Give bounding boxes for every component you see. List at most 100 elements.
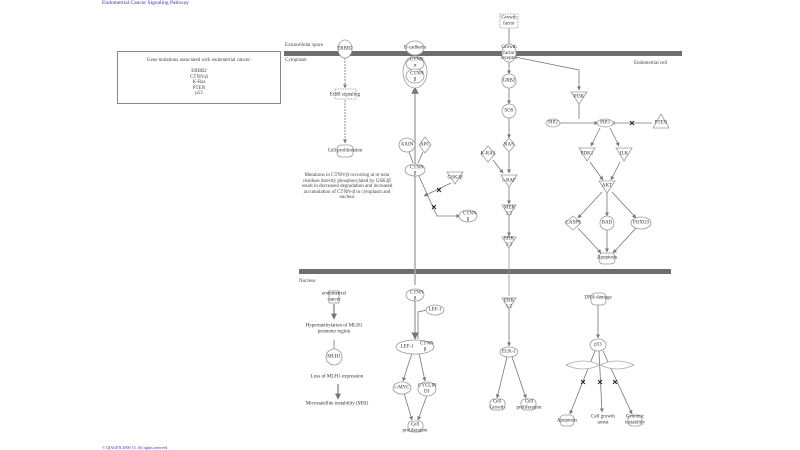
nuclear-membrane bbox=[299, 269, 671, 274]
node-akt[interactable] bbox=[598, 180, 616, 194]
label-ctnn-b-nuc: CTNN β bbox=[410, 290, 424, 302]
ctnn-mutation-note: Mutations in CTNN-β occurring at or near… bbox=[301, 173, 393, 201]
label-msi: Microsatellite instability (MSI) bbox=[305, 401, 369, 407]
node-p53[interactable] bbox=[589, 338, 607, 352]
node-cmyc[interactable] bbox=[392, 381, 412, 395]
label-lef1-complex: LEF-1 bbox=[400, 344, 414, 350]
edge-ctnn-p bbox=[417, 173, 461, 218]
node-erbb-signaling[interactable] bbox=[334, 88, 357, 100]
mutation-mark bbox=[612, 379, 618, 385]
legend-heading: Gene mutations associated with endometri… bbox=[146, 58, 252, 63]
node-sos[interactable] bbox=[501, 103, 517, 119]
node-ctnn-b-mem[interactable] bbox=[405, 68, 425, 84]
label-ctnn-b-complex: CTNN β bbox=[420, 341, 434, 353]
edge-kras-craf bbox=[492, 159, 504, 174]
label-growth-factor: Growth factor bbox=[501, 15, 517, 27]
node-cell-growth[interactable] bbox=[489, 398, 506, 411]
label-cell-growth: Cell Growth bbox=[489, 399, 505, 411]
node-gsk3b[interactable] bbox=[446, 171, 464, 185]
label-pten: PTEN bbox=[654, 120, 668, 126]
node-erk-nuc[interactable] bbox=[501, 297, 517, 310]
edge-foxo3-apop bbox=[612, 227, 637, 254]
node-gf-receptor[interactable] bbox=[501, 43, 517, 63]
legend-gene: CTNN-β bbox=[190, 74, 208, 80]
label-pi3k: PI3K bbox=[573, 94, 585, 100]
label-cell-prolif-3: Cell proliferation bbox=[516, 399, 542, 411]
node-genomic-instab[interactable] bbox=[627, 414, 643, 427]
edge-casp9-apop bbox=[577, 227, 602, 254]
node-cell-prolif-2[interactable] bbox=[407, 420, 424, 433]
label-erk-nuc: ERK 1/2 bbox=[504, 298, 514, 310]
edge-pip3-pdk1 bbox=[590, 127, 601, 147]
node-cyclin-d1[interactable] bbox=[417, 381, 437, 397]
edge-cmyc-prolif bbox=[403, 392, 413, 421]
label-ctnn-b-p: CTNN β bbox=[463, 211, 477, 223]
mutation-mark bbox=[436, 187, 442, 193]
node-erk-cyto[interactable] bbox=[501, 236, 517, 249]
node-pi3k[interactable] bbox=[570, 91, 588, 105]
label-pdk1: PDK1 bbox=[580, 151, 594, 157]
label-genomic-instab: Genomic instability bbox=[625, 414, 645, 426]
node-bad[interactable] bbox=[599, 215, 615, 231]
label-endometrial-cell: Endometrial cell bbox=[634, 61, 668, 66]
label-casp9: CASP9 bbox=[565, 220, 581, 226]
mutation-mark bbox=[597, 379, 603, 385]
node-grb2[interactable] bbox=[501, 73, 517, 89]
node-cell-prolif-1[interactable] bbox=[336, 144, 354, 158]
node-ctnn-b-cyto[interactable] bbox=[404, 163, 426, 177]
node-elk1[interactable] bbox=[499, 346, 519, 358]
edge-gfr-pi3k bbox=[514, 56, 581, 91]
node-lef-ctnn-complex[interactable] bbox=[395, 339, 435, 355]
node-mek[interactable] bbox=[501, 204, 517, 217]
node-endo-cancer[interactable] bbox=[328, 290, 340, 304]
node-axin[interactable] bbox=[398, 137, 416, 153]
node-kras[interactable] bbox=[480, 145, 496, 163]
page-title[interactable]: Endometrial Cancer Signaling Pathway bbox=[102, 0, 189, 6]
node-dna-damage[interactable] bbox=[590, 292, 607, 306]
label-apoptosis-2: Apoptosis bbox=[556, 418, 578, 424]
node-mlh1[interactable] bbox=[325, 348, 343, 366]
label-cyclin-d1: CYCLIN D1 bbox=[418, 383, 437, 395]
node-craf[interactable] bbox=[500, 174, 518, 188]
node-pdk1[interactable] bbox=[578, 147, 596, 162]
node-cell-prolif-3[interactable] bbox=[520, 398, 537, 411]
label-ilk: ILK bbox=[619, 151, 629, 157]
label-apc: APC bbox=[420, 142, 430, 148]
label-hypermeth: Hypermethylation of MLH1 promoter region bbox=[305, 323, 363, 335]
label-cytoplasm: Cytoplasm bbox=[285, 58, 307, 63]
node-apoptosis-1[interactable] bbox=[598, 252, 616, 265]
mutation-mark bbox=[629, 120, 635, 126]
node-apc[interactable] bbox=[418, 136, 432, 154]
node-pip2[interactable] bbox=[545, 118, 561, 128]
edge-gsk-ctnn bbox=[423, 182, 452, 197]
node-ctnn-b-p[interactable] bbox=[458, 209, 478, 223]
node-ctnn-b-nuc[interactable] bbox=[405, 288, 425, 302]
label-sos: SOS bbox=[504, 108, 514, 114]
label-lef1: LEF-1 bbox=[428, 307, 442, 313]
node-growth-factor[interactable] bbox=[499, 13, 519, 29]
node-pip3[interactable] bbox=[596, 118, 614, 128]
node-lef1[interactable] bbox=[425, 304, 445, 316]
node-ecadherin[interactable] bbox=[405, 40, 425, 56]
node-foxo3[interactable] bbox=[630, 216, 652, 230]
node-ilk[interactable] bbox=[615, 147, 633, 162]
edge-akt-foxo3 bbox=[611, 191, 637, 219]
label-ctnn-b-cyto: CTNN β bbox=[410, 165, 424, 177]
node-casp9[interactable] bbox=[564, 215, 582, 231]
edge-complex-cmyc bbox=[402, 352, 413, 382]
label-ras: RAS bbox=[504, 142, 514, 148]
label-foxo3: FOXO3 bbox=[632, 220, 650, 226]
legend-gene: K-Ras bbox=[192, 80, 206, 86]
node-apoptosis-2[interactable] bbox=[559, 414, 575, 427]
edge-pdk1-akt bbox=[589, 161, 604, 181]
edge-axin-ctnn bbox=[408, 151, 414, 164]
label-axin: AXIN bbox=[400, 142, 414, 148]
legend-gene: PTEN bbox=[192, 85, 206, 91]
node-erbb2[interactable] bbox=[337, 39, 353, 59]
node-pten[interactable] bbox=[652, 113, 670, 129]
edge-elk1-growth bbox=[495, 356, 508, 399]
label-kras: K-RAS bbox=[480, 151, 496, 157]
mutation-mark bbox=[431, 204, 437, 210]
node-ras[interactable] bbox=[502, 137, 516, 153]
